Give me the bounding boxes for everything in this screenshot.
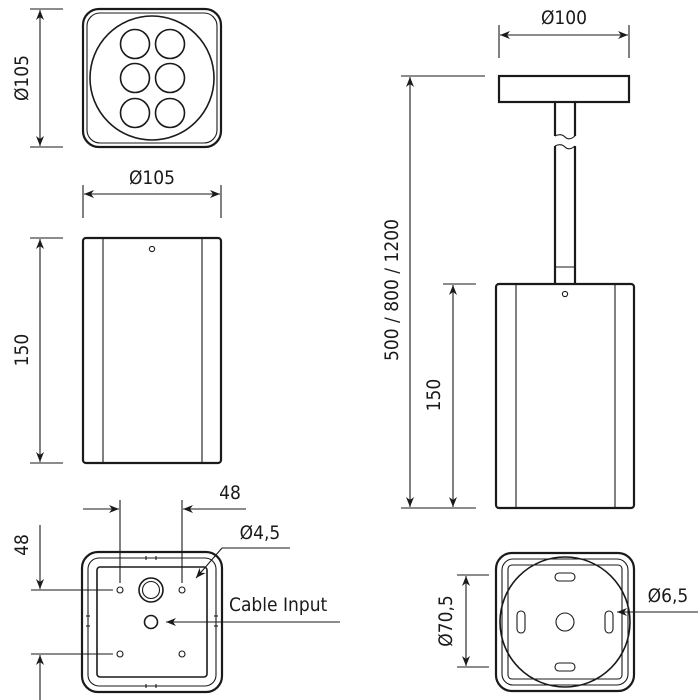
pendant-body-height-label: 150 (423, 379, 445, 412)
cable-input-label: Cable Input (229, 594, 328, 616)
side-view-height-label: 150 (11, 334, 33, 367)
canopy-inner-outline (507, 564, 623, 680)
total-length-label: 500 / 800 / 1200 (381, 219, 403, 361)
canopy-mid-outline (501, 558, 629, 686)
mount-hole-bottom-right (178, 650, 186, 658)
lens-ring (89, 15, 215, 141)
mount-hole-top-right (178, 586, 186, 594)
side-view: Ø105 150 (11, 167, 223, 465)
top-view-height-label: Ø105 (11, 55, 33, 101)
top-view-height-dimension: Ø105 (11, 8, 63, 148)
mount-hole-bottom-left (116, 650, 124, 658)
canopy-outer-outline (494, 551, 636, 693)
cable-input-leader: Cable Input (166, 594, 340, 626)
led-4 (154, 62, 186, 94)
ceiling-canopy (497, 74, 631, 104)
gland-inner (141, 580, 161, 600)
bottom-view-vertical-dimension: 48 (11, 525, 113, 700)
stem-break-top (554, 134, 576, 140)
led-5 (119, 97, 151, 129)
pendant-screw-hole-icon (561, 290, 569, 298)
plate-diameter-dimension: Ø70,5 (435, 574, 489, 668)
led-2 (154, 28, 186, 60)
canopy-width-dimension: Ø100 (498, 7, 630, 58)
gland-outer (138, 577, 164, 603)
top-view: Ø105 (11, 7, 223, 149)
bottom-view: 48 48 Ø4,5 Cable Input (11, 482, 340, 700)
side-view-width-label: Ø105 (129, 167, 175, 189)
hole-diameter-leader: Ø4,5 (195, 522, 290, 579)
housing-outer-outline (81, 7, 223, 149)
slot-top (554, 572, 576, 582)
screw-hole-icon (148, 245, 156, 253)
pendant-body (494, 282, 636, 510)
stem-lower (553, 146, 577, 284)
mount-hole-top-left (116, 586, 124, 594)
plate-diameter-label: Ø70,5 (435, 595, 457, 647)
side-view-width-dimension: Ø105 (82, 167, 222, 218)
bottom-view-horizontal-label: 48 (219, 482, 241, 504)
side-view-height-dimension: 150 (11, 237, 63, 464)
side-view-body (81, 236, 223, 465)
cable-input-hole (143, 614, 159, 630)
canopy-width-label: Ø100 (541, 7, 587, 29)
center-hole (555, 612, 575, 632)
bottom-view-vertical-label: 48 (11, 534, 33, 556)
pendant-body-height-dimension: 150 (423, 283, 476, 507)
fixing-hole-leader: Ø6,5 (617, 585, 698, 616)
bottom-view-horizontal-dimension: 48 (83, 482, 246, 583)
slot-left (516, 610, 526, 634)
hole-diameter-label: Ø4,5 (240, 522, 281, 544)
fixing-hole-label: Ø6,5 (648, 585, 689, 607)
total-length-dimension: 500 / 800 / 1200 (381, 75, 485, 509)
housing-inner-outline (86, 12, 218, 144)
stem-upper (553, 102, 577, 136)
led-1 (119, 28, 151, 60)
mounting-plate (499, 556, 631, 688)
slot-right (604, 610, 614, 634)
slot-bottom (554, 662, 576, 672)
led-6 (154, 97, 186, 129)
pendant-view: Ø100 500 / 800 / 1200 150 (381, 7, 636, 510)
led-3 (119, 62, 151, 94)
canopy-view: Ø70,5 Ø6,5 (435, 551, 698, 693)
stem-break-bottom (554, 144, 576, 150)
